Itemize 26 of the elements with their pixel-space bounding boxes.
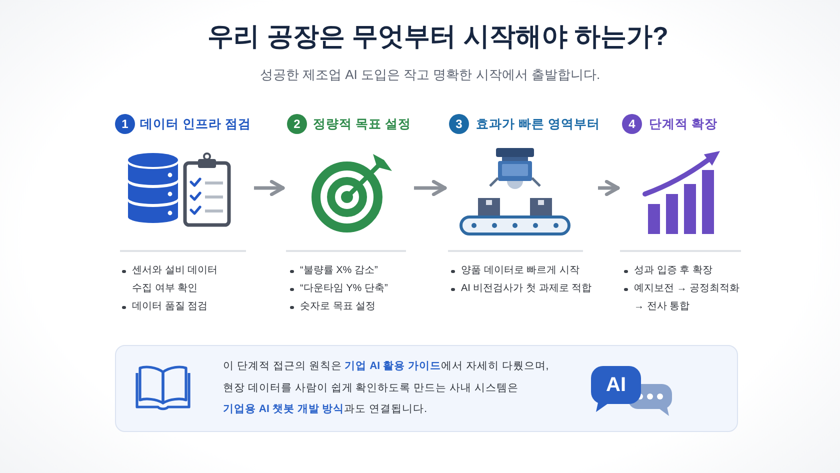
subtitle: 성공한 제조업 AI 도입은 작고 명확한 시작에서 출발합니다. [260,66,600,84]
step-heading: 효과가 빠른 영역부터 [476,116,600,133]
bullet-text: 성과 입증 후 확장 [622,262,712,280]
step-number-badge: 2 [287,114,307,134]
step-number-badge: 3 [449,114,469,134]
arrow [254,180,285,196]
bullet-text: 센서와 설비 데이터 수집 여부 확인 [120,262,220,298]
bullet-text: 데이터 품질 점검 [120,298,208,316]
title: 우리 공장은 무엇부터 시작해야 하는가? [208,20,668,52]
step-heading: 정량적 목표 설정 [313,116,411,133]
step-number-badge: 1 [115,114,135,134]
bullet-text: 숫자로 목표 설정 [288,298,376,316]
bullet-text: 양품 데이터로 빠르게 시작 [449,262,580,280]
info-panel [115,345,738,432]
step-heading: 단계적 확장 [649,116,718,133]
text-link: 기업 AI 활용 가이드 [344,360,441,372]
bullet-text: “다운타임 Y% 단축” [288,280,388,298]
bullet-text: “불량률 X% 감소” [288,262,378,280]
text-link: 기업용 AI 챗봇 개발 방식 [223,403,344,415]
description-text: 이 단계적 접근의 원칙은 기업 AI 활용 가이드에서 자세히 다뤘으며, 현장 데이터를 사람이 쉽게 확인하도록 만드는 사내 시스템은 기업용 AI 챗봇 개발 방식과도 연결됩니다. [223,359,550,417]
step-number-badge: 4 [622,114,642,134]
bullet-text: AI 비전검사가 첫 과제로 적합 [449,280,592,298]
bullet-text: 예지보전 → 공정최적화 → 전사 통합 [622,280,745,316]
arrow [598,180,620,196]
arrow [414,180,447,196]
step-heading: 데이터 인프라 점검 [140,116,251,133]
